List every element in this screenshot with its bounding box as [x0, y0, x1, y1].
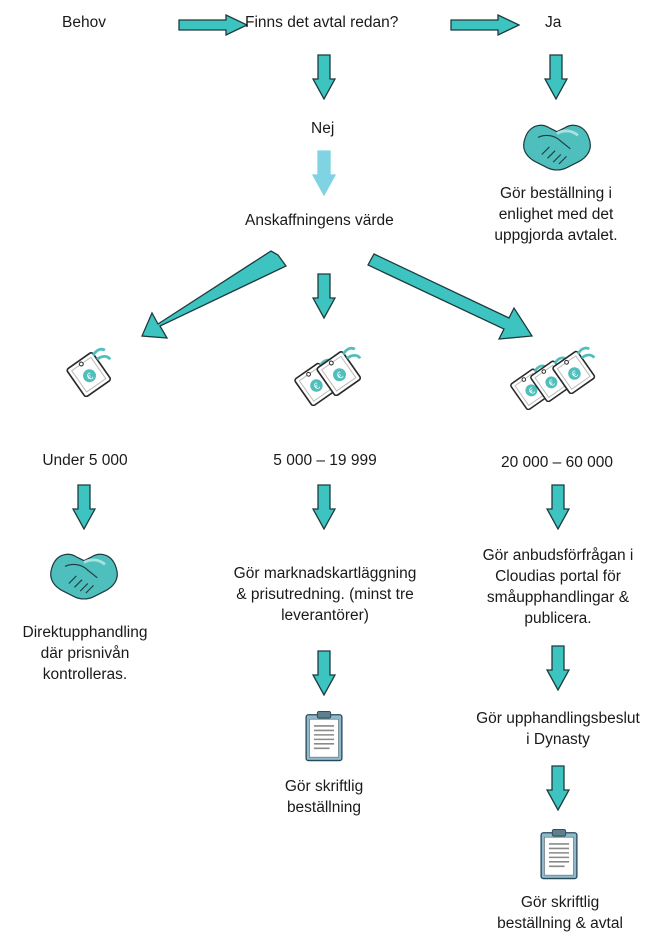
high-decision-line-2: i Dynasty — [526, 731, 590, 748]
clipboard-icon-high — [540, 828, 578, 880]
low-action-line-3: kontrolleras. — [42, 666, 128, 683]
arrow-nej-to-value — [312, 150, 336, 196]
label-value: Anskaffningens värde — [245, 212, 394, 229]
ja-action-line-2: enlighet med det — [498, 206, 614, 223]
price-tag-icon-mid — [292, 346, 363, 406]
mid-final-line-2: beställning — [286, 799, 362, 816]
high-action-line-3: småupphandlingar & — [486, 589, 630, 606]
handshake-icon-low — [49, 552, 119, 601]
high-final-line-1: Gör skriftlig — [520, 894, 600, 911]
label-question: Finns det avtal redan? — [245, 14, 399, 31]
ja-action-line-3: uppgjorda avtalet. — [494, 227, 618, 244]
arrow-ja-to-handshake — [544, 54, 568, 100]
arrow-high-action-to-decision — [546, 645, 570, 691]
label-tier-mid: 5 000 – 19 999 — [273, 452, 377, 469]
arrow-value-to-low — [141, 250, 287, 339]
arrow-behov-to-question — [178, 14, 248, 36]
label-tier-high: 20 000 – 60 000 — [500, 454, 614, 471]
arrow-mid-action-to-clipboard — [312, 650, 336, 696]
mid-final-line-1: Gör skriftlig — [284, 778, 364, 795]
arrow-question-to-nej — [312, 54, 336, 100]
high-decision-line-1: Gör upphandlingsbeslut — [476, 710, 640, 727]
high-action-line-2: Cloudias portal för — [495, 568, 621, 585]
price-tag-icon-high — [508, 346, 597, 410]
high-action-line-1: Gör anbudsförfrågan i — [482, 547, 634, 564]
arrow-value-to-high — [367, 253, 534, 340]
clipboard-icon-mid — [305, 710, 343, 762]
low-action-line-2: där prisnivån — [40, 645, 130, 662]
arrow-high-decision-to-clipboard — [546, 765, 570, 811]
label-mid-final: Gör skriftlig beställning — [264, 776, 384, 818]
high-action-line-4: publicera. — [524, 610, 592, 627]
price-tag-icon-low — [64, 347, 113, 397]
mid-action-line-2: & prisutredning. (minst tre — [236, 586, 414, 603]
mid-action-line-1: Gör marknadskartläggning — [233, 565, 417, 582]
ja-action-line-1: Gör beställning i — [499, 185, 612, 202]
label-ja: Ja — [545, 14, 562, 31]
low-action-line-1: Direktupphandling — [22, 624, 148, 641]
arrow-low-to-handshake — [72, 484, 96, 530]
mid-action-line-3: leverantörer) — [281, 607, 369, 624]
label-low-action: Direktupphandling där prisnivån kontroll… — [10, 622, 160, 685]
label-behov: Behov — [62, 14, 106, 31]
arrow-question-to-ja — [450, 14, 520, 36]
arrow-high-to-action — [546, 484, 570, 530]
handshake-icon-ja — [522, 123, 592, 172]
label-ja-action: Gör beställning i enlighet med det uppgj… — [486, 183, 626, 246]
arrow-value-to-mid — [312, 272, 336, 320]
high-final-line-2: beställning & avtal — [497, 915, 623, 932]
label-high-decision: Gör upphandlingsbeslut i Dynasty — [470, 708, 646, 750]
label-high-action: Gör anbudsförfrågan i Cloudias portal fö… — [470, 545, 646, 629]
arrow-mid-to-action — [312, 484, 336, 530]
label-mid-action: Gör marknadskartläggning & prisutredning… — [222, 563, 428, 626]
label-nej: Nej — [311, 120, 335, 137]
label-tier-low: Under 5 000 — [42, 452, 128, 469]
label-high-final: Gör skriftlig beställning & avtal — [480, 892, 640, 934]
